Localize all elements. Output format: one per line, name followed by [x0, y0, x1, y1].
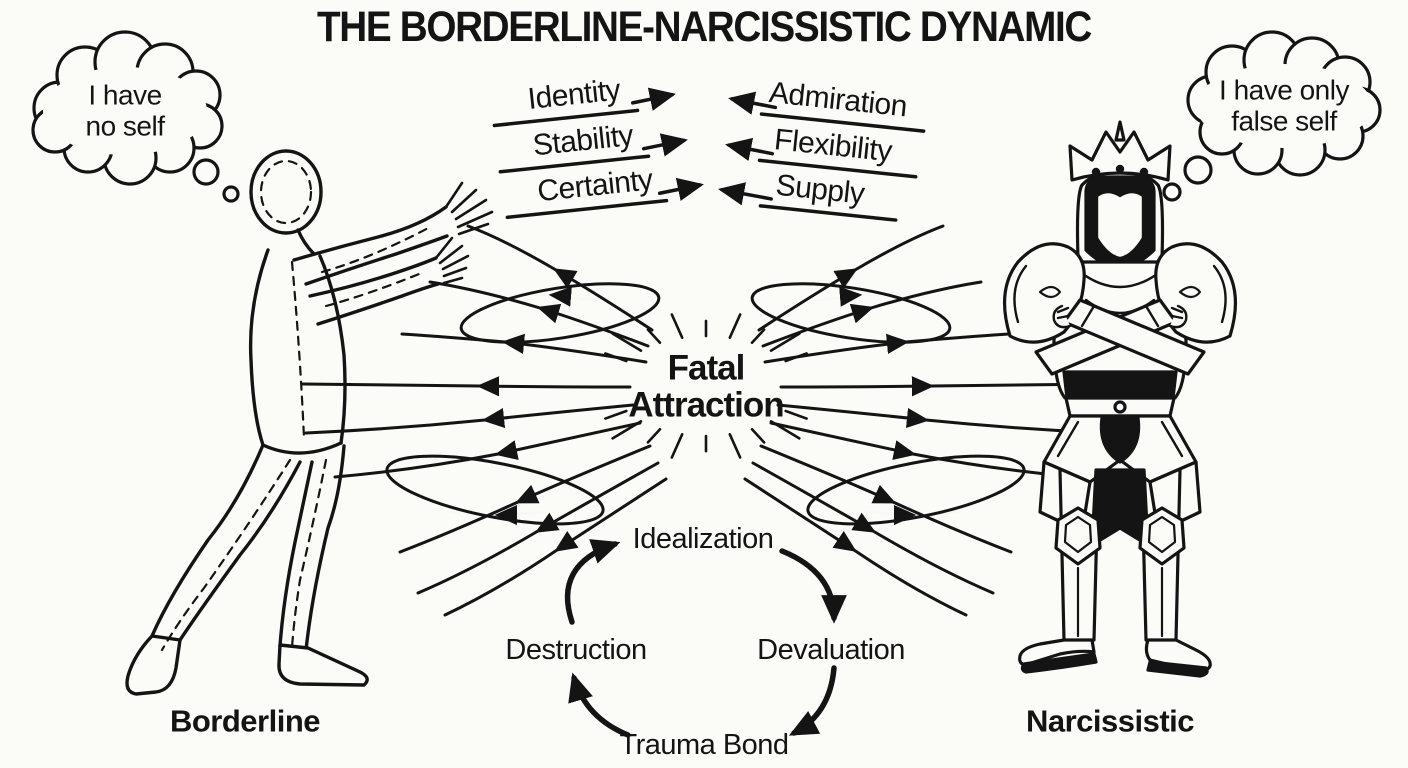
identity-arrow	[492, 87, 676, 128]
narcissist-thought-line1: I have only	[1219, 74, 1349, 106]
cycle-trauma-bond-label: Trauma Bond	[619, 728, 789, 761]
thought-bubble-borderline	[31, 30, 240, 203]
borderline-inner-outline	[160, 159, 434, 652]
borderline-thought-text: I have no self	[85, 79, 166, 143]
cycle-arrows	[564, 539, 847, 738]
thought-bubble-narcissist	[1162, 30, 1382, 202]
attraction-field-lines	[301, 224, 1110, 617]
narcissist-thought-line2: false self	[1231, 106, 1337, 137]
borderline-thought-line2: no self	[85, 111, 166, 142]
cycle-idealization-label: Idealization	[632, 522, 774, 555]
admiration-arrow	[728, 91, 926, 133]
fatal-line2: Attraction	[628, 385, 784, 424]
fatal-attraction-label: Fatal Attraction	[628, 348, 784, 424]
borderline-figure-label: Borderline	[169, 703, 321, 739]
exchange-arrows	[492, 87, 926, 222]
fatal-line1: Fatal	[667, 348, 746, 388]
cycle-destruction-label: Destruction	[505, 633, 647, 666]
stability-arrow	[498, 133, 688, 174]
certainty-arrow	[505, 177, 704, 220]
flexibility-arrow	[725, 137, 918, 179]
supply-arrow	[718, 182, 898, 222]
borderline-upper-hand	[444, 181, 494, 236]
borderline-lower-hand	[434, 236, 470, 285]
narcissist-thought-text: I have only false self	[1219, 75, 1349, 138]
narcissist-figure-label: Narcissistic	[1025, 703, 1195, 739]
fatal-attraction-starburst	[604, 313, 808, 459]
diagram-title: THE BORDERLINE-NARCISSISTIC DYNAMIC	[316, 2, 1092, 51]
cycle-devaluation-label: Devaluation	[757, 633, 905, 666]
borderline-figure	[125, 149, 494, 696]
gauntlet-fists	[1052, 304, 1188, 329]
narcissist-figure	[1003, 120, 1237, 678]
borderline-thought-line1: I have	[88, 79, 162, 111]
